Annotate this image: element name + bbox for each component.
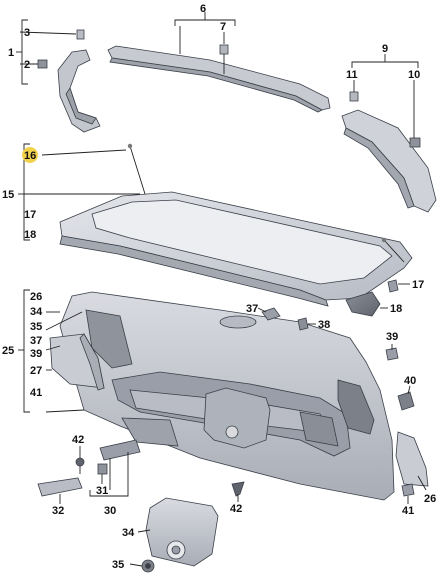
callout-18-right: 18 [390, 303, 402, 315]
callout-30: 30 [104, 505, 116, 517]
callout-34-group: 34 [30, 306, 43, 318]
callout-42-left: 42 [72, 434, 84, 446]
callout-9: 9 [382, 43, 388, 55]
callout-35-bottom: 35 [112, 559, 124, 571]
callout-32: 32 [52, 505, 64, 517]
callout-39-right: 39 [386, 331, 398, 343]
callout-25: 25 [2, 345, 14, 357]
callout-26-group: 26 [30, 291, 42, 303]
callout-17-right: 17 [412, 279, 424, 291]
callout-39-group: 39 [30, 348, 42, 360]
parcel-shelf-part [59, 143, 413, 307]
callout-1: 1 [8, 47, 14, 59]
handle-recess-part [203, 387, 271, 449]
callout-18-shelf: 18 [24, 229, 36, 241]
callout-40: 40 [404, 375, 416, 387]
callout-labels: 1 2 3 6 7 9 10 11 16 15 17 18 17 18 25 2… [2, 3, 436, 571]
callout-2: 2 [24, 59, 30, 71]
callout-16: 16 [24, 150, 36, 162]
callout-37-group: 37 [30, 335, 42, 347]
callout-34-bottom: 34 [122, 527, 135, 539]
callout-6: 6 [200, 3, 206, 15]
callout-37-right: 37 [246, 303, 258, 315]
callout-41-group: 41 [30, 387, 42, 399]
roof-trim-strip-part [107, 44, 331, 113]
callout-11: 11 [346, 69, 358, 81]
pillar-trim-part [37, 29, 101, 133]
callout-17-shelf: 17 [24, 209, 36, 221]
callout-3: 3 [24, 27, 30, 39]
callout-35-group: 35 [30, 321, 42, 333]
side-trim-part [341, 91, 437, 213]
callout-27: 27 [30, 365, 42, 377]
side-cover-right-part [395, 431, 429, 487]
tailgate-handle-part [141, 497, 219, 573]
callout-38: 38 [318, 319, 330, 331]
side-cover-left-part [49, 333, 105, 391]
callout-7: 7 [220, 21, 226, 33]
callout-42-center: 42 [230, 503, 242, 515]
callout-10: 10 [408, 69, 420, 81]
callout-41-right: 41 [402, 505, 414, 517]
fastener-parts [37, 279, 415, 497]
callout-26-right: 26 [424, 493, 436, 505]
callout-15: 15 [2, 189, 14, 201]
highlight-marker [22, 147, 38, 163]
leader-lines [16, 12, 427, 567]
callout-31: 31 [96, 485, 108, 497]
